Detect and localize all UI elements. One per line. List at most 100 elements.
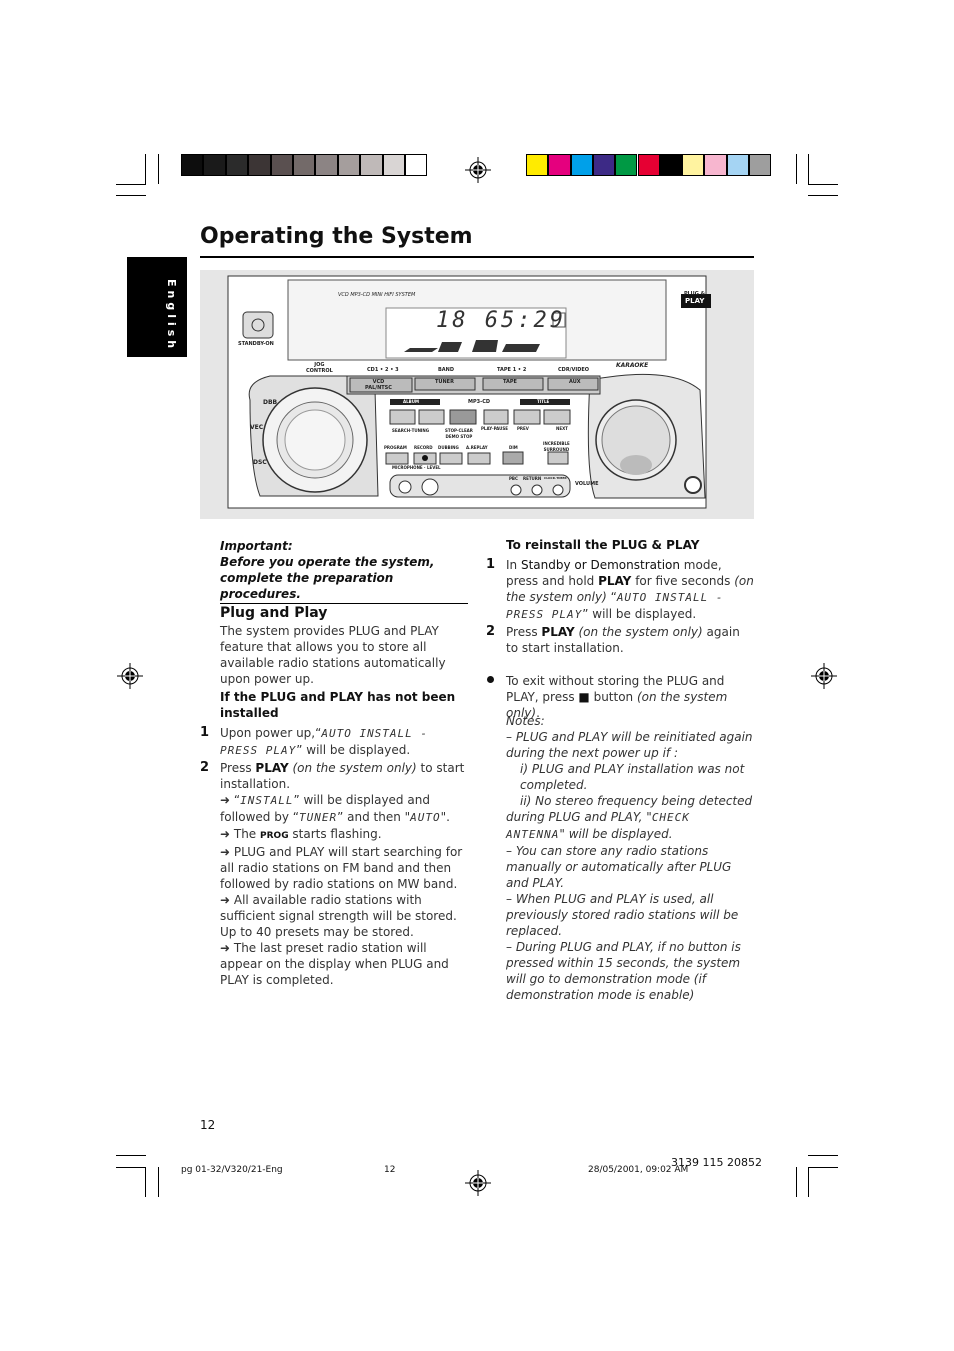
crop-mark xyxy=(116,195,146,196)
footer-date: 28/05/2001, 09:02 AM xyxy=(588,1165,689,1175)
standby-label: STANDBY-ON xyxy=(238,341,274,347)
step-note: (on the system only) xyxy=(574,625,703,639)
crop-mark xyxy=(808,195,838,196)
crop-mark xyxy=(808,1167,838,1168)
language-tab: English xyxy=(127,257,187,357)
left-column: Important: Before you operate the system… xyxy=(220,538,468,602)
control-label: DUBBING xyxy=(438,445,459,450)
transport-label: PREV xyxy=(517,426,529,431)
crop-mark xyxy=(808,1155,838,1156)
arrow-text: ➜ The last preset radio station will app… xyxy=(220,941,449,987)
source-button[interactable]: VCD PAL/NTSC xyxy=(365,379,392,391)
source-button[interactable]: AUX xyxy=(569,379,581,385)
dial-label: VEC xyxy=(250,424,264,431)
section-divider xyxy=(220,603,468,604)
dial-label: DBB xyxy=(263,399,278,406)
source-button[interactable]: TAPE xyxy=(503,379,517,385)
plug-play-section: Plug and Play The system provides PLUG a… xyxy=(220,605,468,687)
color-swatch xyxy=(637,154,660,176)
crop-mark xyxy=(116,1155,146,1156)
not-installed-section: If the PLUG and PLAY has not been instal… xyxy=(220,689,468,721)
step-text: for five seconds xyxy=(631,574,735,588)
gray-swatch xyxy=(203,154,226,176)
color-swatch xyxy=(570,154,593,176)
step-text: In xyxy=(506,558,521,572)
volume-label: VOLUME xyxy=(575,481,599,487)
footer-filename: pg 01-32/V320/21-Eng xyxy=(181,1165,283,1175)
arrow-text: ➜ All available radio stations with suff… xyxy=(220,893,457,939)
gray-swatch xyxy=(382,154,405,176)
bullet-text: To exit without storing the PLUG and PLA… xyxy=(506,674,725,704)
mp3cd-label: MP3-CD xyxy=(468,399,491,405)
microphone-label: MICROPHONE · LEVEL xyxy=(392,465,441,470)
note-text: ii) No stereo frequency being detected d… xyxy=(506,794,753,824)
note-item: – PLUG and PLAY will be reinitiated agai… xyxy=(506,730,753,760)
intro-text: The system provides PLUG and PLAY featur… xyxy=(220,624,446,686)
reinstall-step-2: Press PLAY (on the system only) again to… xyxy=(506,624,754,656)
source-button[interactable]: TUNER xyxy=(435,379,454,385)
brand-line: VCD MP3-CD MINI HIFI SYSTEM xyxy=(338,292,416,298)
reinstall-section: To reinstall the PLUG & PLAY xyxy=(506,537,754,553)
step-text: Upon power up,“ xyxy=(220,726,322,740)
arrow-text: ". xyxy=(440,810,450,824)
source-label: CDR/VIDEO xyxy=(558,367,590,373)
play-key: PLAY xyxy=(598,574,632,588)
doc-code: 3139 115 20852 xyxy=(671,1156,762,1169)
play-key: PLAY xyxy=(541,625,575,639)
lcd-text: TUNER xyxy=(298,811,338,824)
exit-bullet: To exit without storing the PLUG and PLA… xyxy=(506,673,754,721)
device-illustration: VCD MP3-CD MINI HIFI SYSTEM 18 65:29 PLU… xyxy=(200,270,754,519)
gray-swatch xyxy=(337,154,361,176)
clock-timer-label: CLOCK·TIMER xyxy=(544,476,567,480)
registration-mark-icon xyxy=(465,157,491,183)
color-swatch xyxy=(615,154,638,176)
bullet-note: (on the system only) xyxy=(506,690,728,720)
source-label: CD1 • 2 • 3 xyxy=(367,367,399,373)
color-swatch xyxy=(726,154,749,176)
color-swatch xyxy=(526,154,549,176)
bullet-icon xyxy=(487,676,494,683)
arrow-text: ➜ PLUG and PLAY will start searching for… xyxy=(220,845,463,891)
step-1: Upon power up,“AUTO INSTALL - PRESS PLAY… xyxy=(220,725,468,759)
reinstall-heading: To reinstall the PLUG & PLAY xyxy=(506,538,700,552)
jog-control-label: JOG CONTROL xyxy=(306,362,333,374)
gray-swatch xyxy=(315,154,338,176)
color-swatch xyxy=(704,154,727,176)
source-label: BAND xyxy=(438,367,455,373)
crop-mark xyxy=(145,154,146,184)
note-text: " will be displayed. xyxy=(559,827,673,841)
step-note: (on the system only) xyxy=(506,574,754,604)
gray-swatch xyxy=(225,154,249,176)
gray-swatch xyxy=(270,154,293,176)
lcd-text: INSTALL xyxy=(240,794,294,807)
crop-mark xyxy=(116,184,146,185)
color-swatch xyxy=(682,154,705,176)
album-label: ALBUM xyxy=(403,399,419,404)
bullet-text: . xyxy=(536,706,540,720)
gray-swatch xyxy=(360,154,383,176)
arrow-text: ➜ The xyxy=(220,827,261,841)
gray-swatch xyxy=(248,154,271,176)
step-number: 2 xyxy=(486,624,496,639)
transport-label: SEARCH·TUNING xyxy=(392,428,430,433)
control-label: PROGRAM xyxy=(384,445,407,450)
crop-mark xyxy=(808,184,838,185)
notes: Notes: – PLUG and PLAY will be reinitiat… xyxy=(506,713,754,1003)
important-text: Before you operate the system, complete … xyxy=(220,555,435,601)
step-text: ” will be displayed. xyxy=(296,743,411,757)
registration-mark-icon xyxy=(465,1170,491,1196)
step-text: mode, press and hold xyxy=(506,558,722,588)
control-label: INCREDIBLE SURROUND xyxy=(543,441,570,452)
title-label: TITLE xyxy=(537,399,550,404)
dial-label: DSC xyxy=(253,459,267,466)
step-number: 1 xyxy=(486,557,496,572)
arrow-text: ” will be displayed and followed by “ xyxy=(220,793,430,824)
source-label: TAPE 1 • 2 xyxy=(497,367,527,373)
step-number: 2 xyxy=(200,760,210,775)
gray-swatch xyxy=(405,154,428,176)
crop-mark xyxy=(145,1167,146,1197)
footer-page: 12 xyxy=(384,1165,396,1175)
pbc-label: PBC xyxy=(509,476,518,481)
control-label: RECORD xyxy=(414,445,433,450)
arrow-text: ➜ “ xyxy=(220,793,241,807)
